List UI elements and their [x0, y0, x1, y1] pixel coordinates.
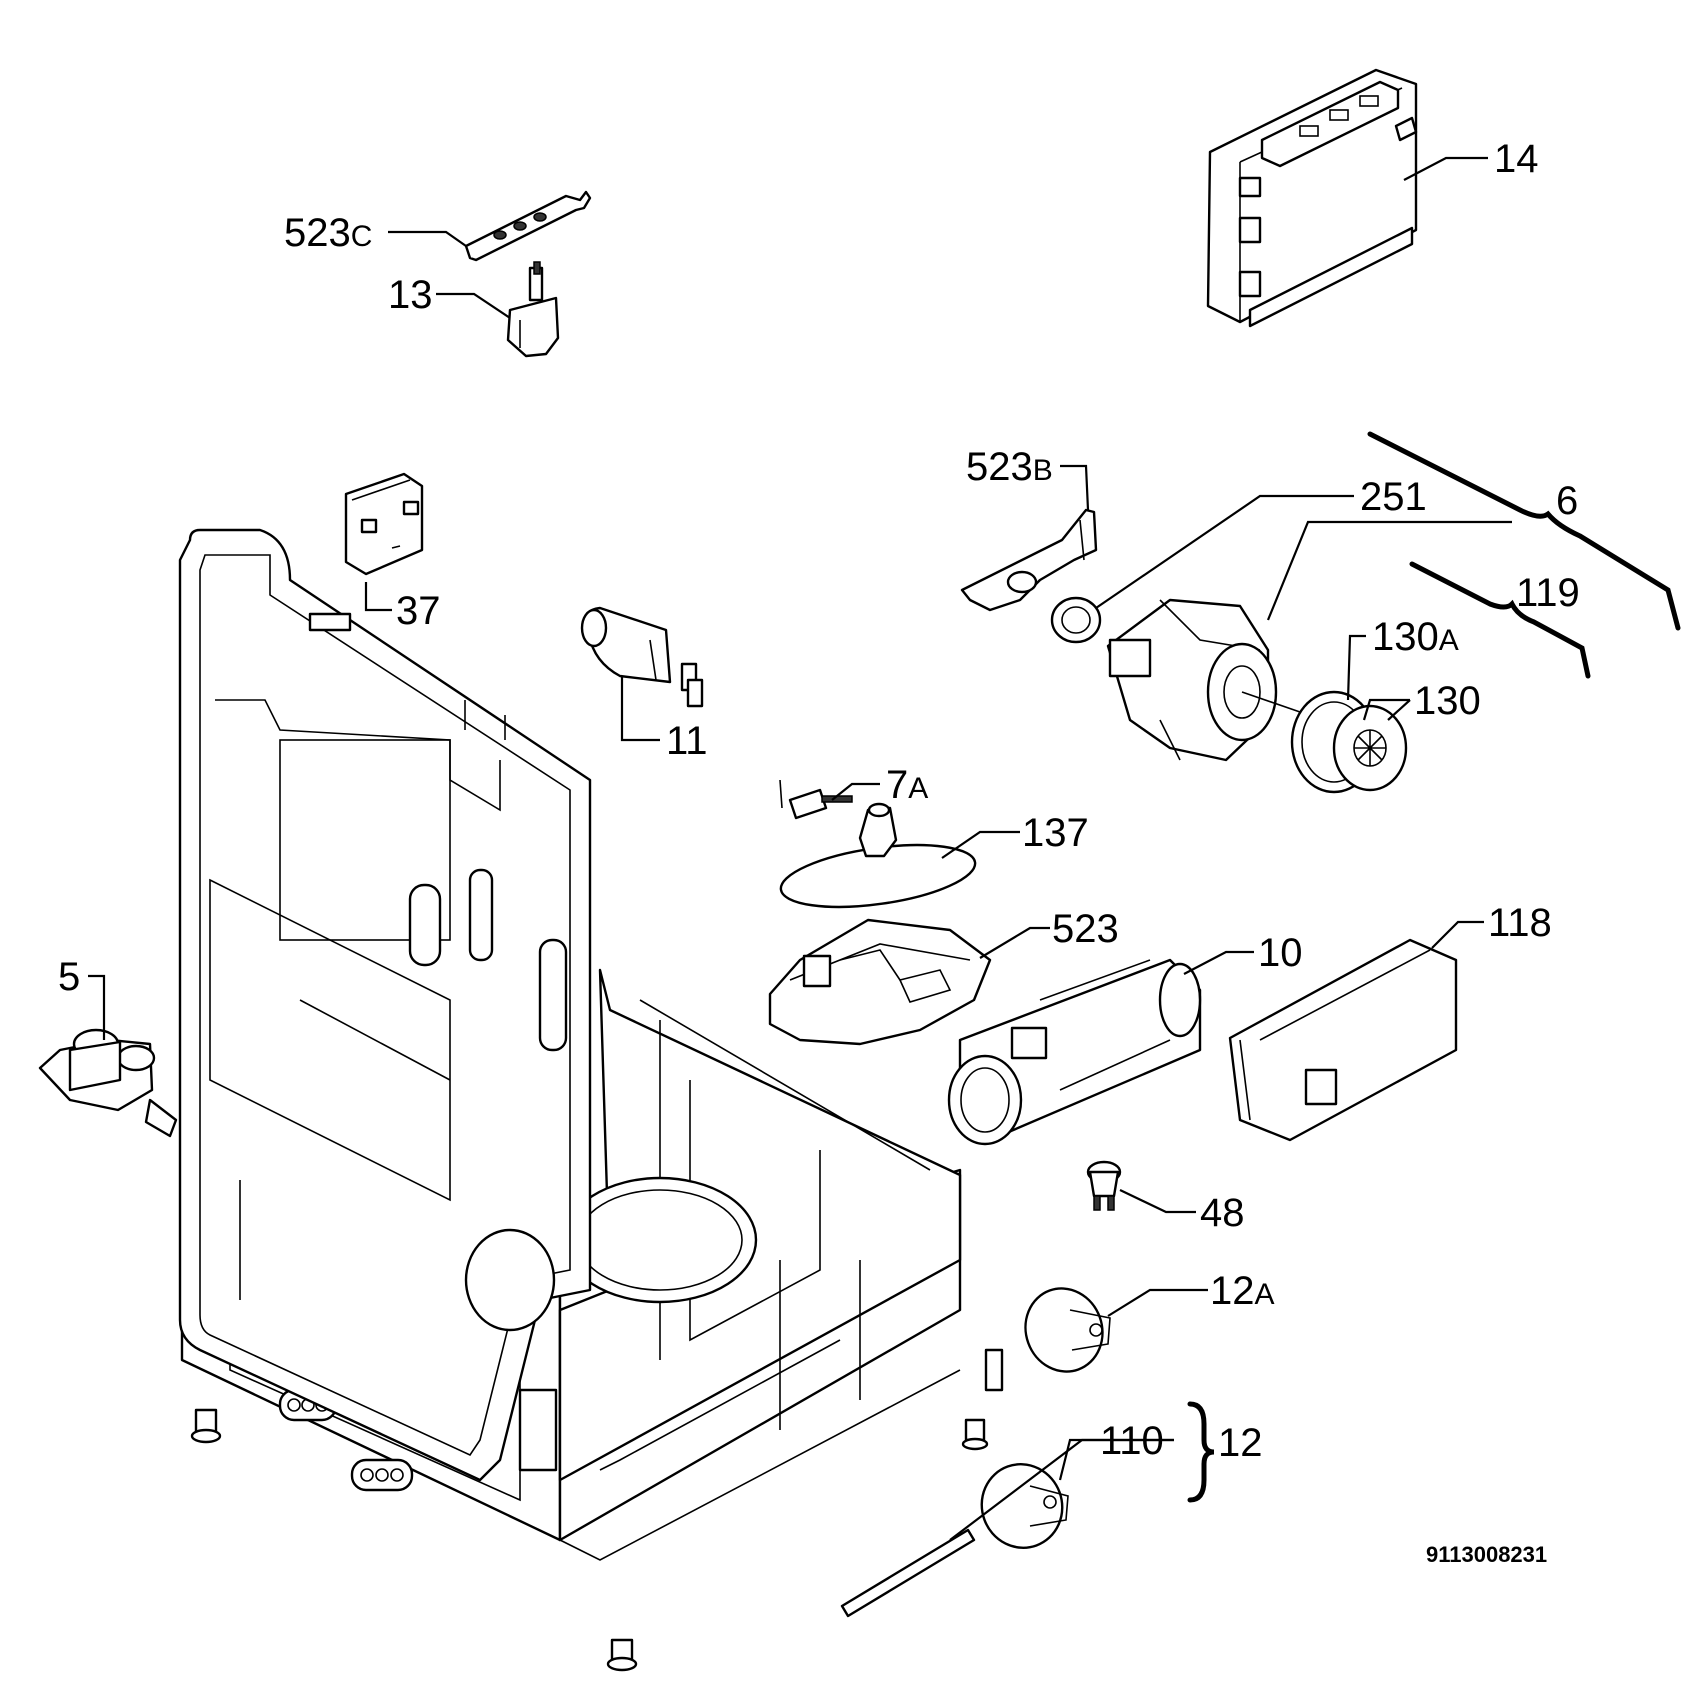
part-5-inlet-valve [38, 1028, 178, 1138]
part-14-control-module [1206, 68, 1418, 328]
label-523: 523 [1052, 907, 1119, 951]
label-130: 130 [1414, 679, 1481, 723]
label-6: 6 [1556, 479, 1578, 523]
label-130a: 130A [1372, 615, 1459, 659]
brace-6 [1367, 431, 1681, 631]
part-251-cap [1050, 596, 1102, 644]
part-12-pressure-switch-assembly [840, 1463, 1069, 1618]
part-523c-bracket [464, 190, 592, 262]
part-119-pump-motor [1106, 598, 1301, 762]
part-523b-bracket [960, 508, 1098, 612]
label-5: 5 [58, 955, 80, 999]
label-110: 110 [1100, 1419, 1164, 1463]
part-13-switch [506, 261, 560, 358]
label-11: 11 [666, 719, 708, 763]
label-13: 13 [388, 273, 433, 317]
part-137-cover [779, 802, 977, 909]
label-12: 12 [1218, 1421, 1263, 1465]
part-12a-pressure-switch [1024, 1287, 1111, 1373]
callout-labels: 523C 13 14 523B 251 6 119 130A 130 37 11… [58, 137, 1580, 1567]
document-code: 9113008231 [1426, 1542, 1547, 1567]
braces [1187, 431, 1681, 1503]
part-48-thermostat [1086, 1160, 1122, 1211]
label-12a: 12A [1210, 1269, 1275, 1313]
part-7a-sensor [779, 779, 853, 820]
brace-12 [1187, 1401, 1215, 1503]
part-11-capacitor [580, 606, 704, 708]
label-251: 251 [1360, 475, 1427, 519]
label-14: 14 [1494, 137, 1539, 181]
part-37-component [344, 472, 424, 576]
label-7a: 7A [886, 763, 928, 807]
label-523b: 523B [966, 445, 1053, 489]
label-37: 37 [396, 589, 441, 633]
part-118-dispenser [1228, 938, 1458, 1142]
label-10: 10 [1258, 931, 1303, 975]
label-137: 137 [1022, 811, 1089, 855]
label-119: 119 [1516, 571, 1580, 615]
part-10-heater [947, 958, 1202, 1146]
label-523c: 523C [284, 211, 372, 255]
side-panel [178, 528, 592, 1482]
label-48: 48 [1200, 1191, 1245, 1235]
leader-lines [88, 156, 1512, 1541]
part-130-impeller [1290, 690, 1408, 794]
brace-119 [1409, 561, 1591, 679]
part-523-housing [768, 918, 992, 1046]
label-118: 118 [1488, 901, 1552, 945]
